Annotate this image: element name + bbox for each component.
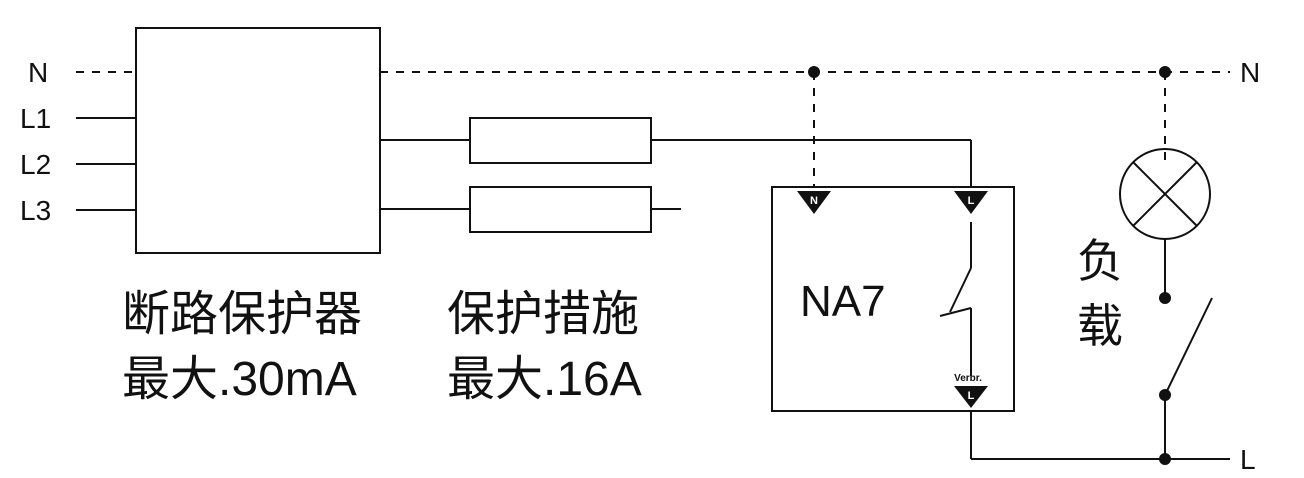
breaker-rating: 最大.30mA — [122, 353, 357, 406]
terminal-out-caption: Verbr. — [954, 373, 982, 384]
label-l-right: L — [1240, 444, 1256, 475]
na7-device-box — [771, 186, 1015, 412]
terminal-l-label: L — [968, 195, 975, 207]
terminal-out-label: L — [968, 390, 975, 402]
breaker-box — [135, 27, 381, 254]
fuse-name: 保护措施 — [447, 286, 639, 342]
load-switch-contact-top — [1159, 292, 1171, 304]
label-l2: L2 — [20, 149, 51, 180]
terminal-n-label: N — [810, 195, 818, 207]
fuse-rating: 最大.16A — [447, 353, 642, 406]
label-l3: L3 — [20, 195, 51, 226]
label-n-right: N — [1240, 57, 1260, 88]
device-name: NA7 — [800, 277, 886, 326]
breaker-name: 断路保护器 — [122, 286, 362, 342]
load-switch-blade — [1164, 297, 1213, 396]
terminal-n-icon — [797, 191, 831, 214]
fuse-2 — [469, 186, 652, 233]
label-n-left: N — [28, 57, 48, 88]
terminal-out-icon — [954, 386, 988, 408]
lamp-cross-2 — [1132, 161, 1198, 227]
load-label-1: 负 — [1077, 234, 1123, 288]
device-switch-contact — [939, 307, 972, 317]
terminal-l-icon — [954, 191, 988, 214]
device-switch-blade — [949, 267, 972, 313]
load-label-2: 载 — [1077, 299, 1123, 353]
fuse-1 — [469, 117, 652, 164]
label-l1: L1 — [20, 103, 51, 134]
